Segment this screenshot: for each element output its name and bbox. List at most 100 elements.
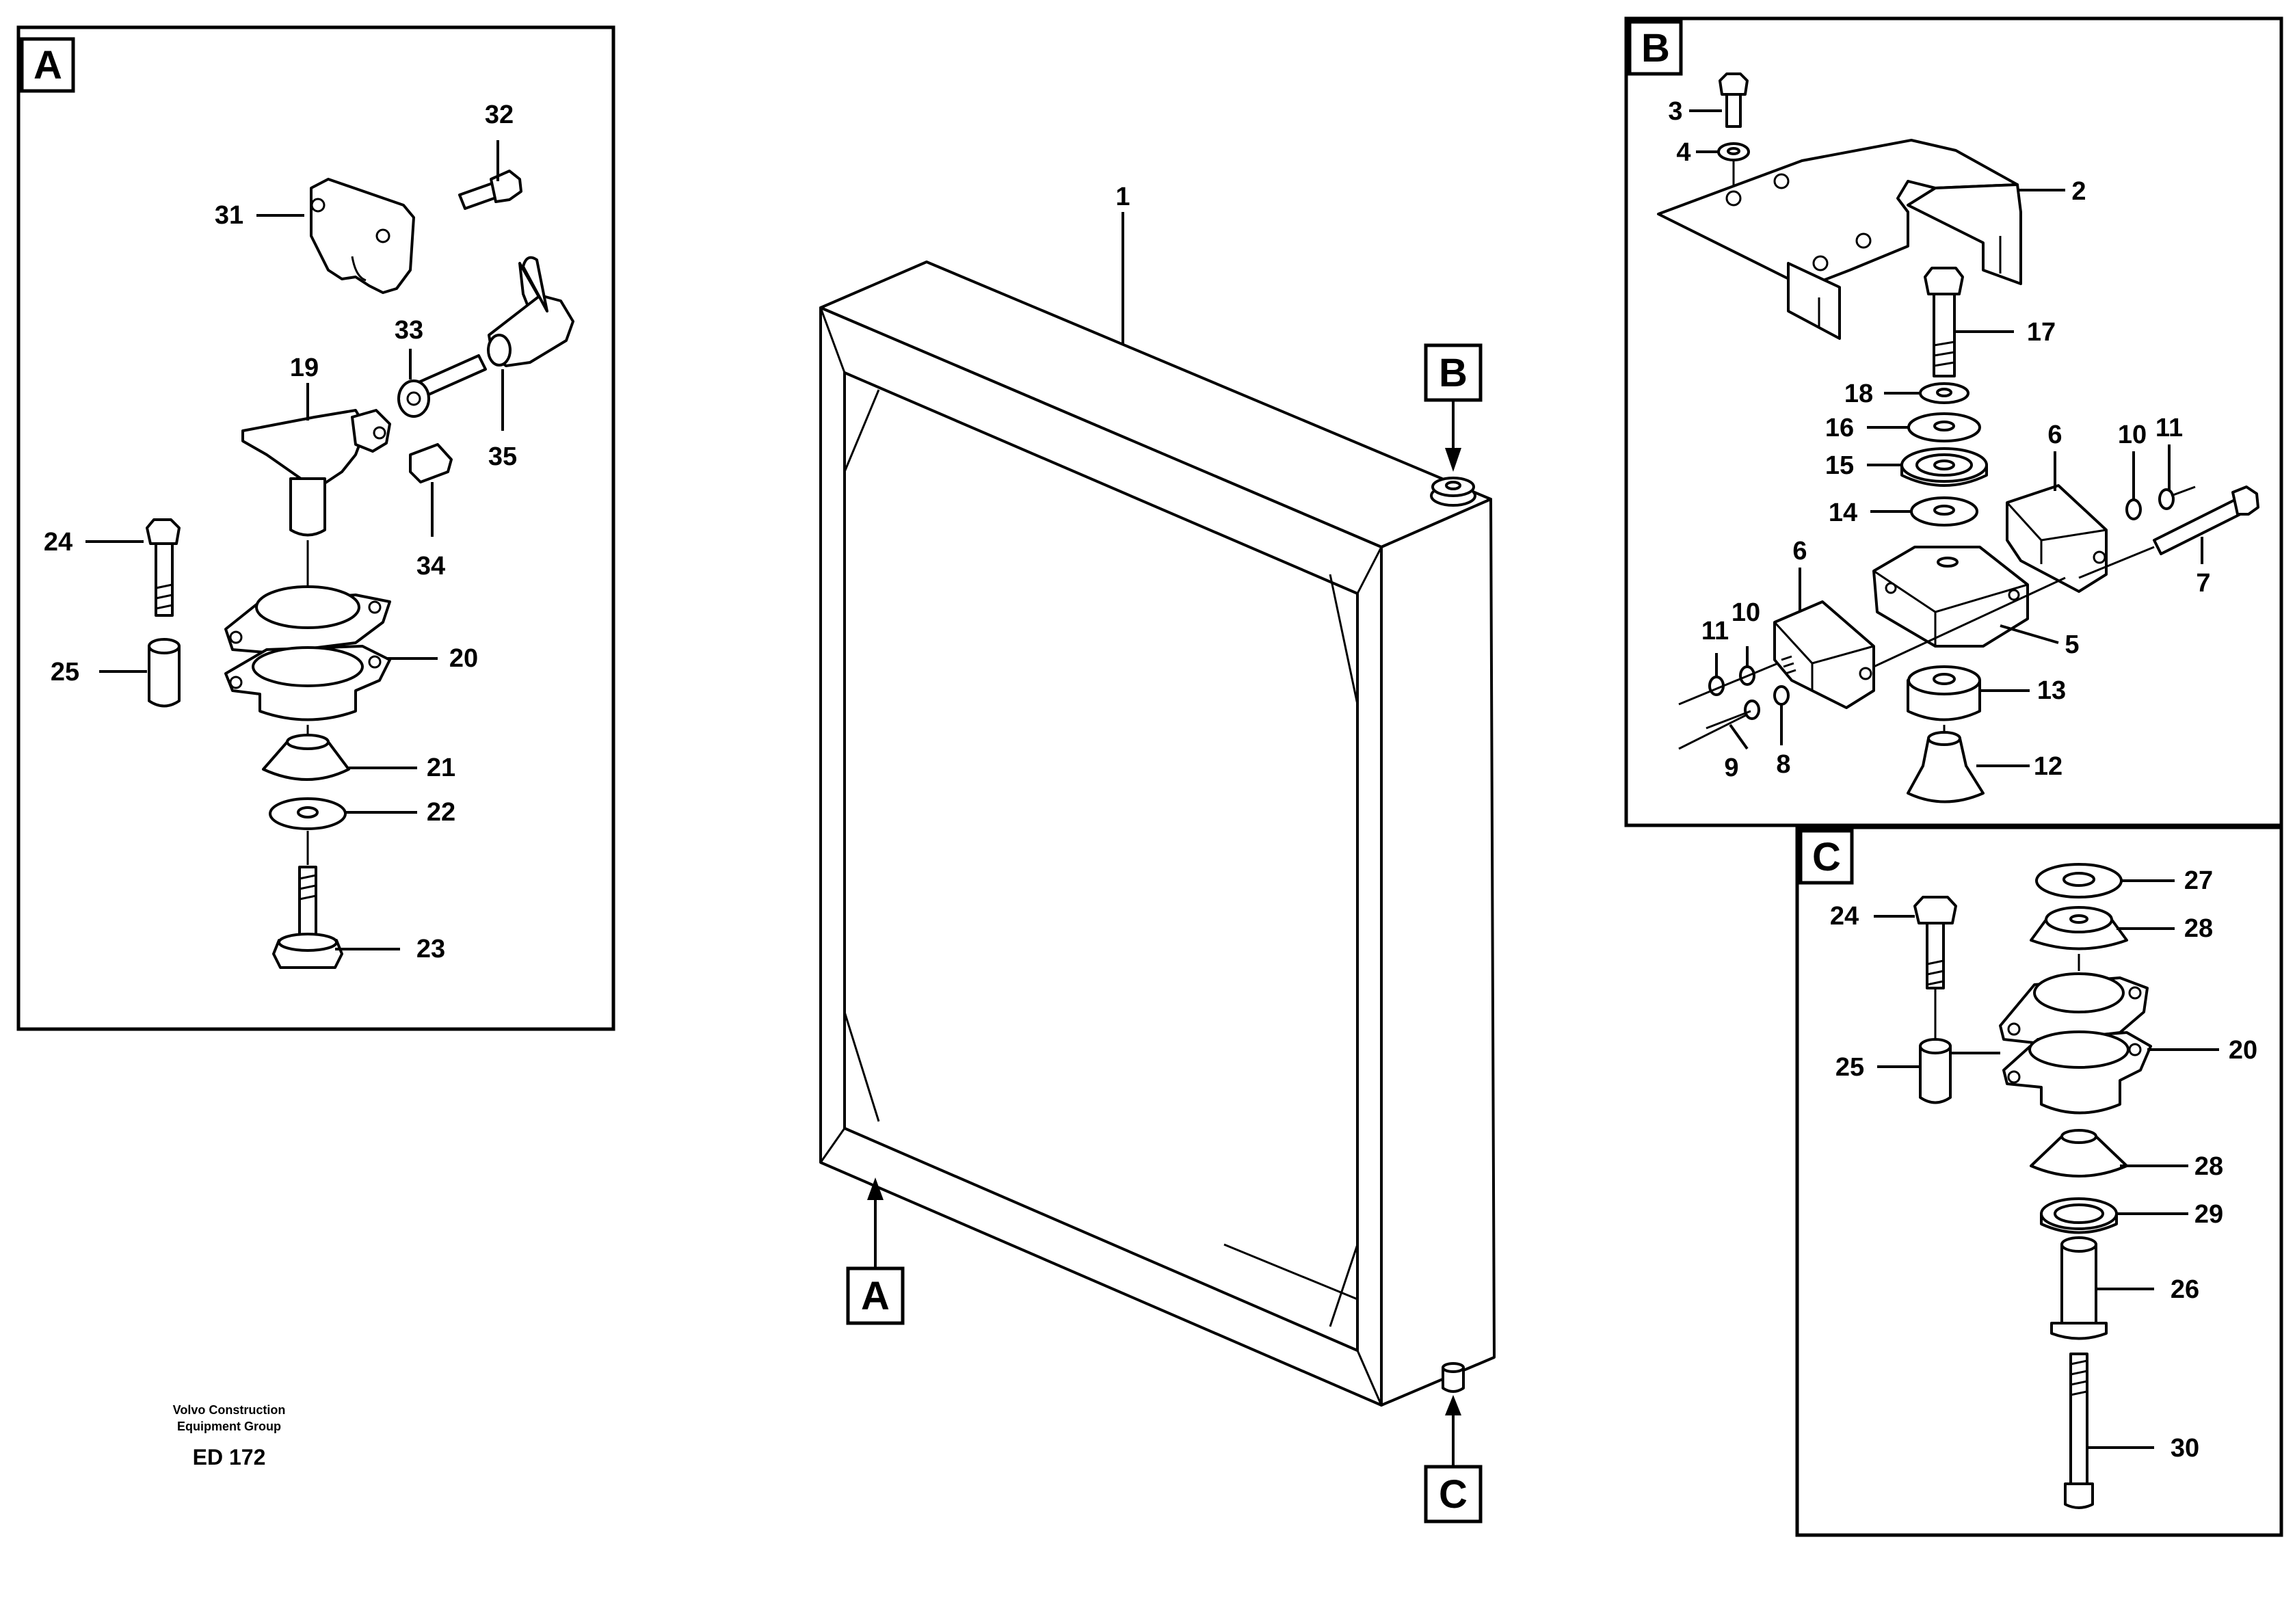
part-23-bolt [272,866,343,969]
label-4: 4 [1676,138,1690,167]
part-6-rubber-block-left [1773,600,1875,709]
part-19-mount [241,409,391,588]
part-11-nut-right [2158,488,2175,510]
label-7: 7 [2196,569,2210,598]
label-23: 23 [416,935,445,963]
part-35-latch [487,256,574,367]
part-13-spacer [1907,665,1981,735]
part-20-lower-mount [224,645,391,738]
label-20-c: 20 [2229,1036,2257,1065]
label-25: 25 [51,658,79,687]
label-14: 14 [1829,498,1857,527]
label-27: 27 [2184,866,2213,895]
part-2-bracket [1657,139,2022,340]
part-25-sleeve-c [1919,1038,1952,1104]
panel-b-frame [1624,16,2283,827]
label-33: 33 [395,316,423,345]
label-3: 3 [1668,97,1682,126]
credit-line-1: Volvo Construction [173,1403,286,1417]
label-20: 20 [449,644,478,673]
panel-c-leaders [1874,879,2219,1449]
label-32: 32 [485,101,514,129]
part-17-bolt [1924,267,1964,377]
part-31-bracket [310,178,415,294]
diagram-code: ED 172 [193,1445,266,1469]
label-12: 12 [2034,752,2062,781]
part-29-bushing [2040,1197,2118,1234]
label-13: 13 [2037,676,2066,705]
part-34-pin [409,443,453,483]
label-6-left: 6 [1792,537,1807,565]
label-30: 30 [2171,1434,2199,1463]
label-26: 26 [2171,1275,2199,1304]
label-16: 16 [1825,414,1854,442]
label-29: 29 [2194,1200,2223,1229]
label-28-lower: 28 [2194,1152,2223,1181]
panel-c: C [1795,825,2283,1537]
radiator-bottom-mount [1442,1362,1465,1393]
panel-a-frame [16,25,615,1031]
label-15: 15 [1825,451,1854,480]
label-10-right: 10 [2118,421,2147,449]
panel-c-frame [1795,825,2283,1537]
panel-a: A [16,25,615,1031]
label-5: 5 [2065,630,2079,659]
label-24-c: 24 [1830,902,1859,931]
part-9-nut [1744,700,1760,720]
label-22: 22 [427,798,455,827]
part-10-washer-right [2125,498,2142,520]
callout-b-letter: B [1439,351,1468,395]
part-5-center-block [1872,546,2029,648]
label-17: 17 [2027,318,2056,347]
part-3-bolt [1719,72,1749,128]
label-21: 21 [427,754,455,782]
label-6-right: 6 [2047,421,2062,449]
label-1: 1 [1115,183,1130,211]
part-24-bolt-c [1913,896,1957,1039]
label-8: 8 [1776,750,1790,779]
label-11-right: 11 [2155,414,2183,442]
label-11-left: 11 [1701,617,1729,645]
label-2: 2 [2071,177,2086,206]
part-15-bushing [1900,447,1988,487]
label-10-left: 10 [1732,598,1760,627]
part-25-sleeve [148,638,181,708]
callout-c-letter: C [1439,1472,1468,1517]
callout-c: C [1424,1395,1483,1523]
label-18: 18 [1844,380,1873,408]
panel-a-letter: A [34,43,62,88]
label-25-c: 25 [1835,1053,1864,1082]
panel-a-leaders [85,140,504,950]
part-22-washer [269,797,347,865]
part-33-screw [397,354,487,418]
part-8-washer [1773,685,1790,706]
label-19: 19 [290,354,319,382]
panel-b-letter-box [1628,20,1683,76]
panel-b-leaders [1689,109,2203,767]
publisher-credit: Volvo Construction Equipment Group ED 17… [173,1403,286,1469]
label-24: 24 [44,528,72,557]
panel-b-letter: B [1641,26,1670,70]
label-35: 35 [488,442,517,471]
part-21-cone [262,734,350,781]
panel-c-letter-box [1799,829,1854,885]
radiator-side-face [1380,498,1496,1407]
callout-a-letter: A [861,1274,890,1318]
label-9: 9 [1724,754,1738,782]
callout-b: B [1424,343,1483,472]
credit-line-2: Equipment Group [177,1420,281,1433]
part-24-bolt [146,518,181,617]
part-26-sleeve [2050,1236,2108,1340]
label-31: 31 [215,201,243,230]
part-12-cone [1907,731,1985,803]
part-32-bolt [458,170,522,210]
part-20-lower-mount-c [2002,1030,2152,1115]
panel-c-letter: C [1812,835,1841,879]
radiator-assembly: 1 B C A [819,183,1496,1523]
panel-a-letter-box [20,37,75,93]
panel-b: B [1624,16,2283,827]
part-20-upper-mount-c [1999,972,2149,1044]
part-28-cone-top [2030,906,2128,971]
callout-a: A [846,1177,905,1325]
